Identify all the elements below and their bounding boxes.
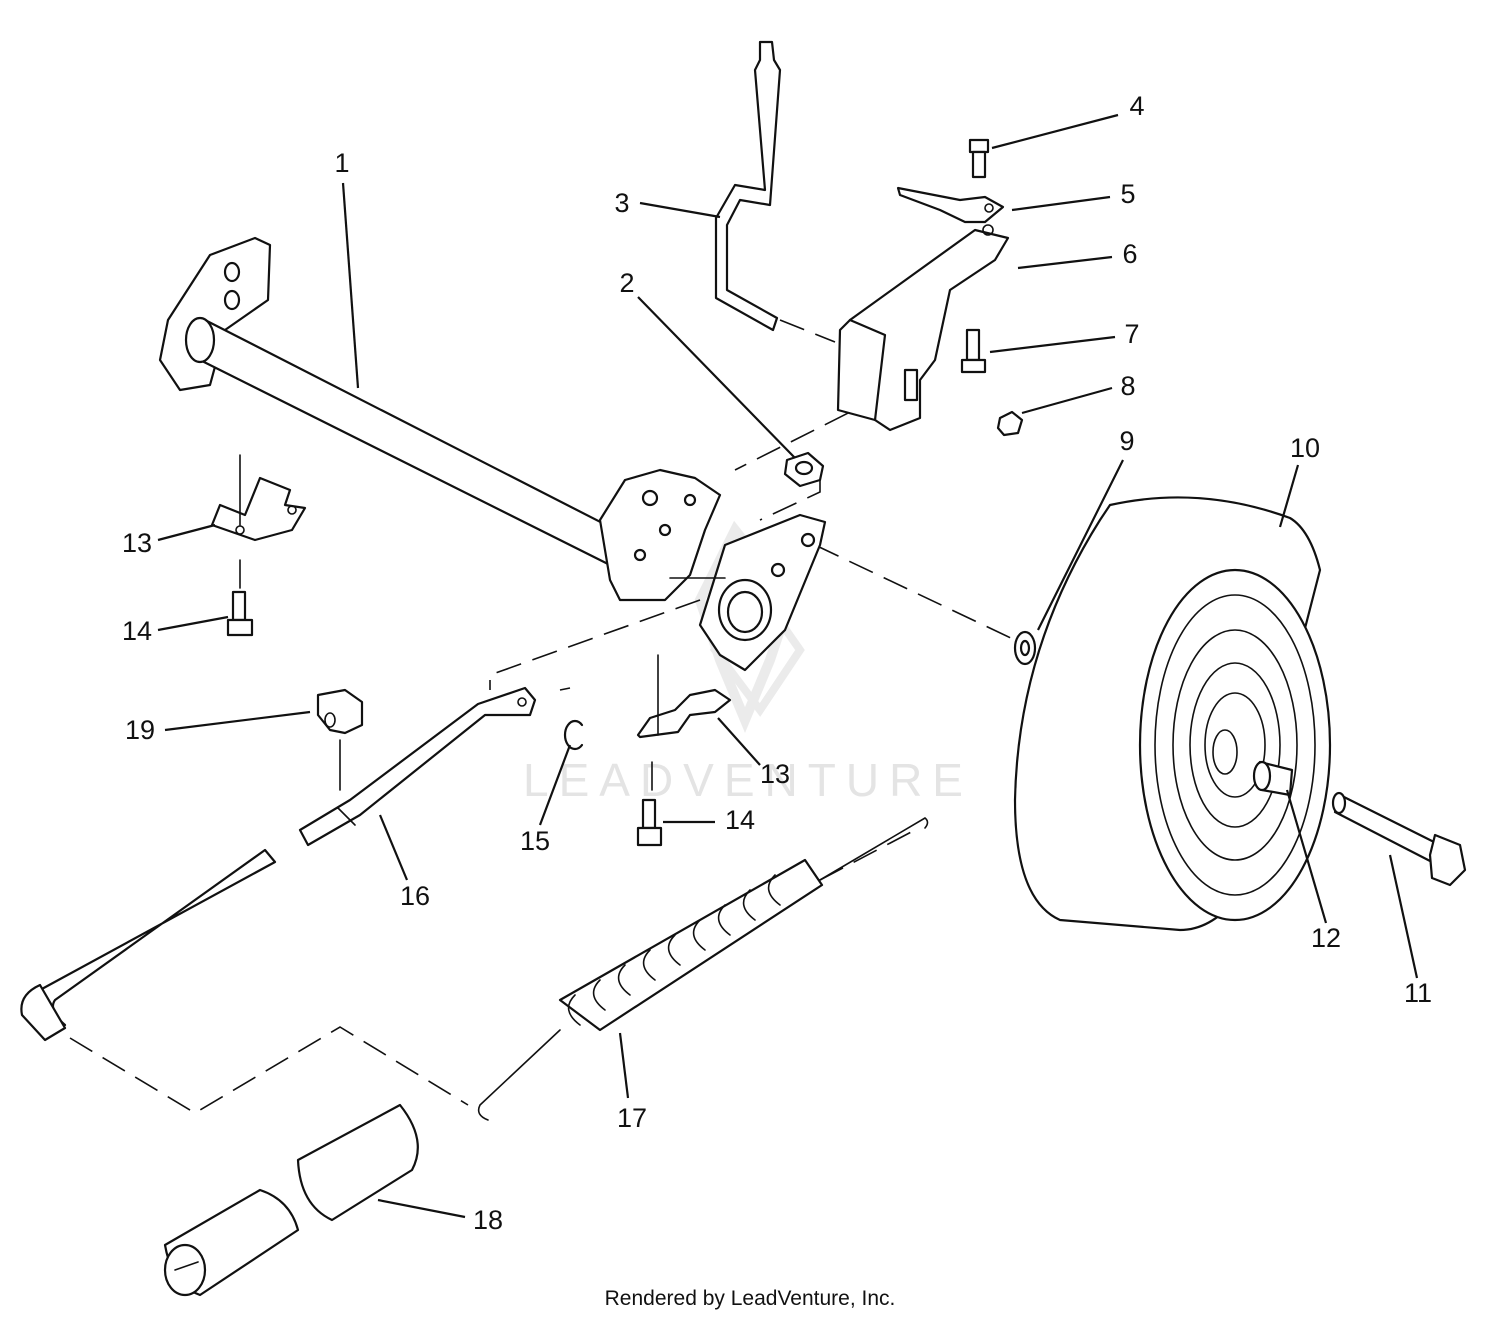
wheel (1013, 496, 1332, 932)
callout-13-center: 13 (760, 759, 790, 789)
shoulder-bolt (1331, 791, 1467, 887)
callout-18: 18 (473, 1205, 503, 1235)
side-nut (996, 410, 1024, 437)
link-arm (298, 686, 537, 847)
callout-14-center: 14 (725, 805, 755, 835)
callout-labels: 1 2 3 4 5 6 7 8 9 10 11 12 13 13 14 14 1… (122, 91, 1432, 1235)
coil-spring (477, 817, 929, 1121)
callout-9: 9 (1119, 426, 1134, 456)
clip-plate (896, 186, 1005, 224)
mounting-bracket (836, 224, 1010, 432)
callout-8: 8 (1120, 371, 1135, 401)
leader-lines (157, 113, 1419, 1219)
bolt-left (226, 590, 254, 637)
clip-center (636, 654, 732, 791)
callout-3: 3 (614, 188, 629, 218)
watermark-text: LEADVENTURE (523, 754, 973, 806)
callout-2: 2 (619, 268, 634, 298)
side-bolt (960, 328, 987, 374)
bolt-center (636, 798, 663, 847)
callout-4: 4 (1129, 91, 1144, 121)
callout-19: 19 (125, 715, 155, 745)
callout-12: 12 (1311, 923, 1341, 953)
handle-grip (163, 1103, 419, 1297)
guide-block (316, 688, 364, 791)
bearing-plate (669, 513, 827, 672)
clip-left (210, 454, 307, 589)
bent-rod (20, 848, 277, 1042)
callout-5: 5 (1120, 179, 1135, 209)
hex-nut (783, 451, 825, 488)
bushing (1252, 760, 1294, 797)
axle-tube (158, 236, 722, 602)
lever-rod (714, 40, 782, 332)
callout-6: 6 (1122, 239, 1137, 269)
callout-7: 7 (1124, 319, 1139, 349)
callout-16: 16 (400, 881, 430, 911)
retaining-ring (563, 719, 584, 751)
callout-17: 17 (617, 1103, 647, 1133)
callout-11: 11 (1404, 978, 1432, 1008)
washer (1013, 630, 1037, 666)
callout-15: 15 (520, 826, 550, 856)
top-bolt (968, 138, 990, 179)
callout-10: 10 (1290, 433, 1320, 463)
callout-1: 1 (334, 148, 349, 178)
callout-13-left: 13 (122, 528, 152, 558)
callout-14-left: 14 (122, 616, 152, 646)
footer-credit: Rendered by LeadVenture, Inc. (604, 1287, 896, 1310)
assembly-dashed-lines (69, 319, 1249, 1114)
